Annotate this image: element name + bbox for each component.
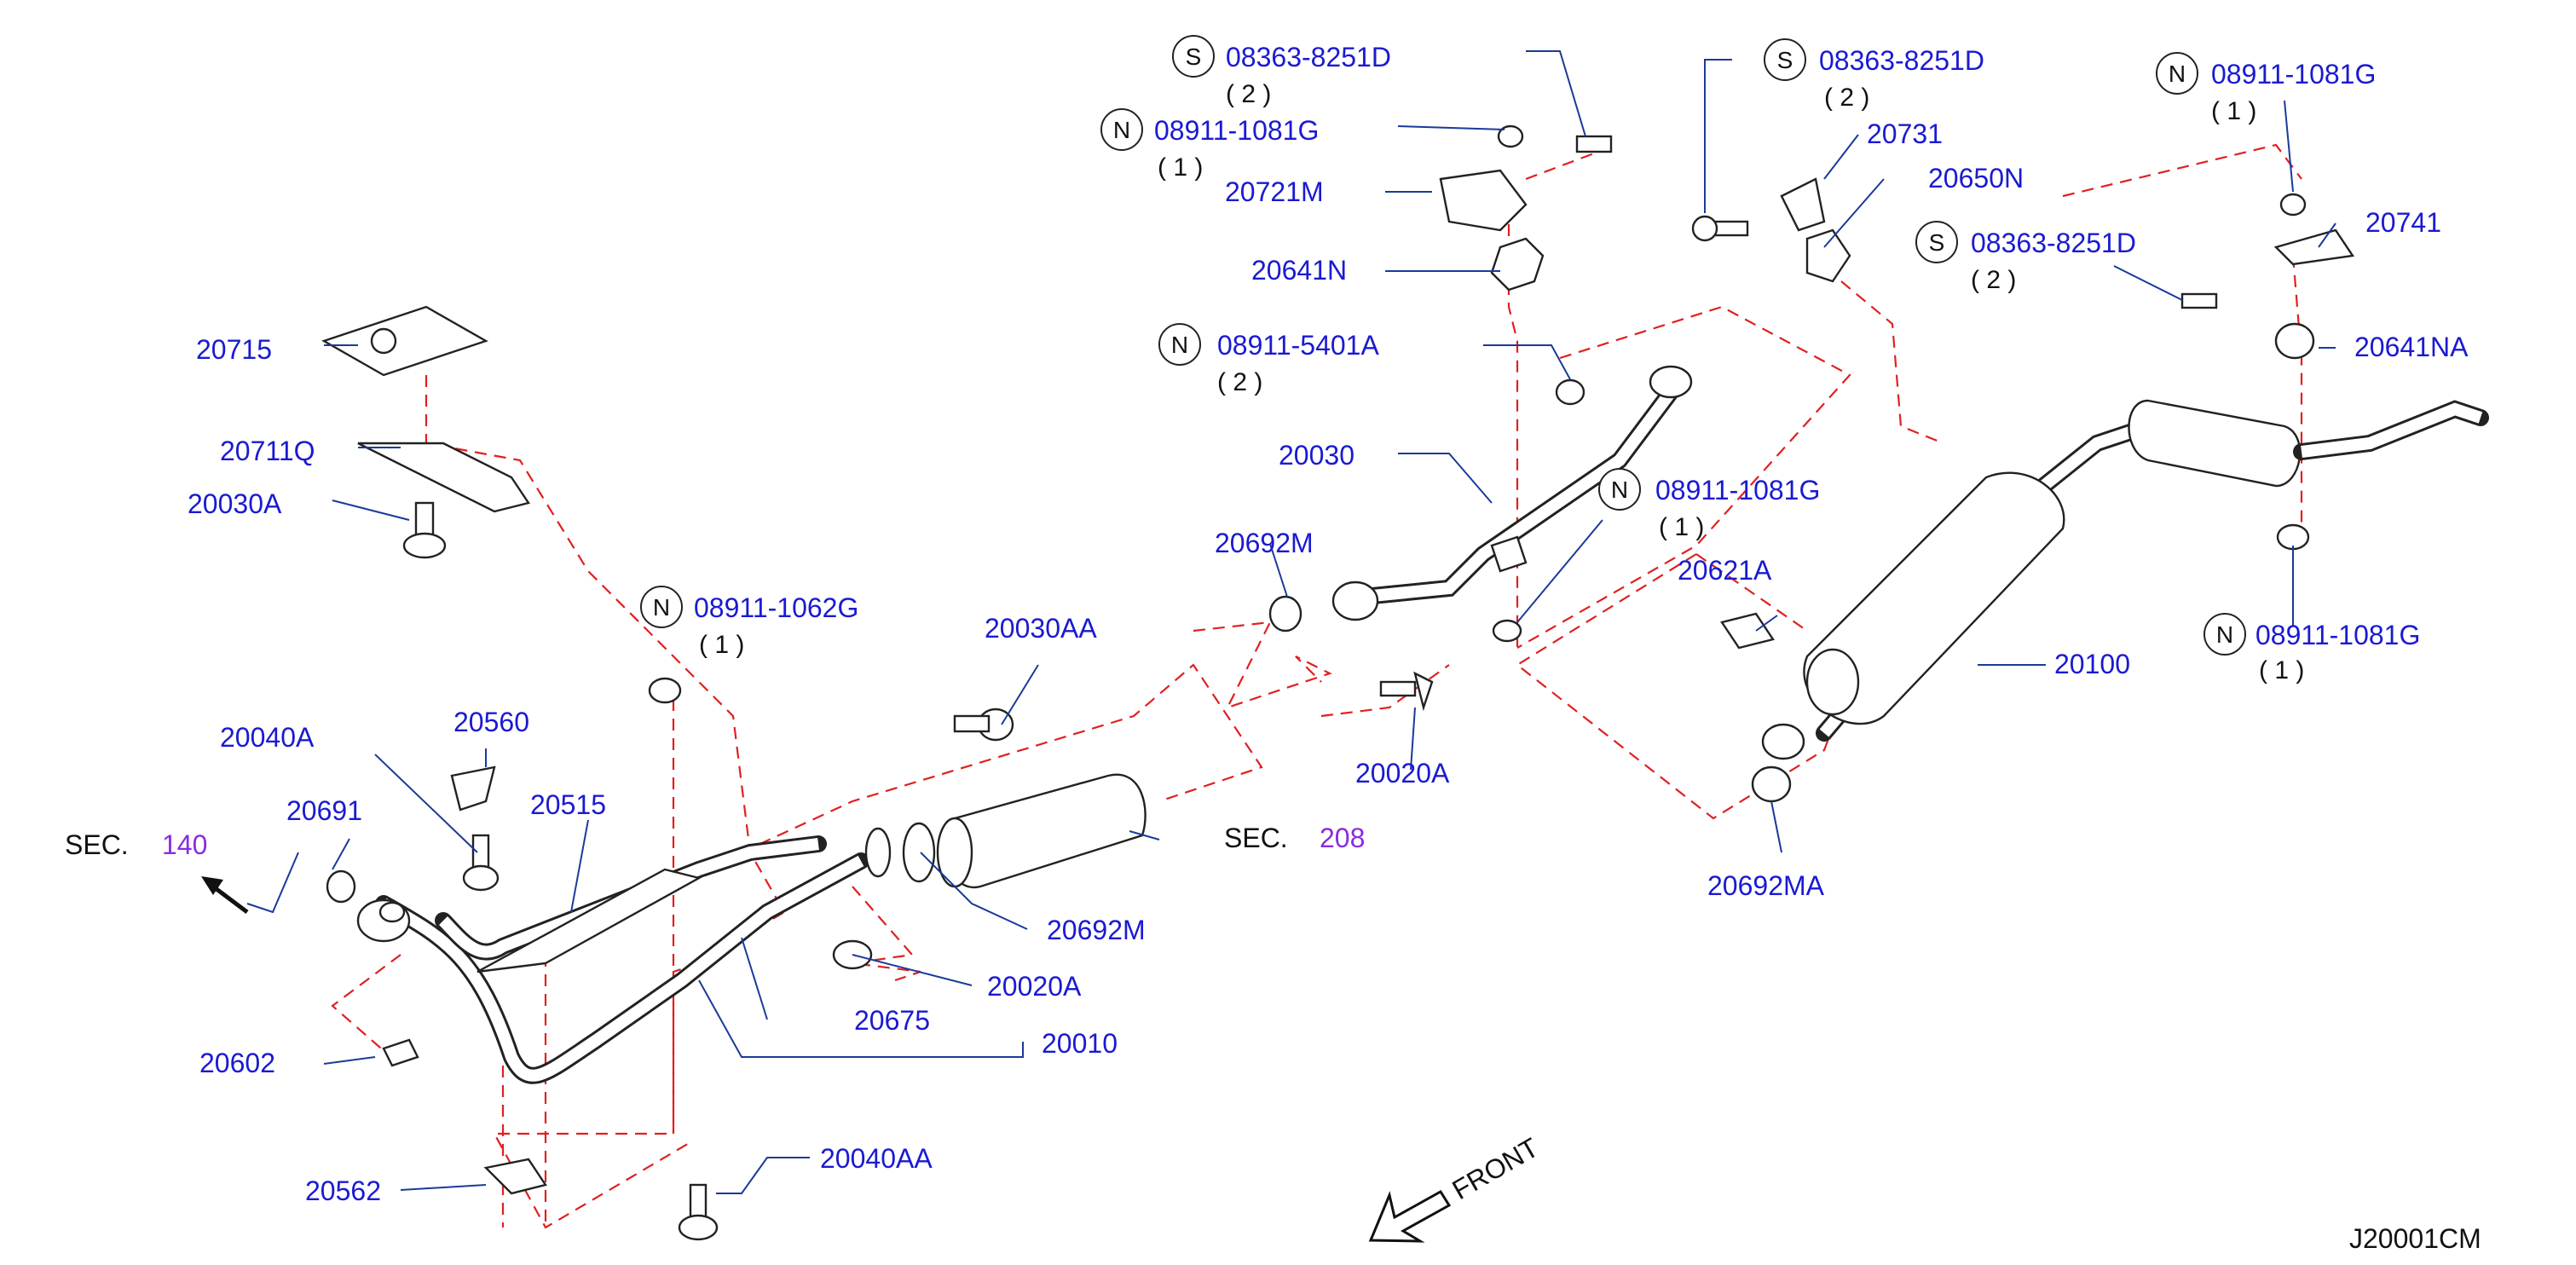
callout-part-number: 08363-8251D (1971, 228, 2136, 258)
sec-number: 208 (1320, 823, 1365, 853)
sec-prefix: SEC. (1224, 823, 1288, 853)
front-exhaust-tube-20010[interactable] (356, 835, 869, 1084)
front-direction-indicator: FRONT (1368, 1132, 1544, 1243)
label-20040AA[interactable]: 20040AA (820, 1143, 933, 1174)
part-labels: 20715 20711Q 20030A 20040A 20560 20691 2… (188, 118, 2469, 1206)
sec-number: 140 (162, 829, 207, 860)
label-20691[interactable]: 20691 (286, 795, 362, 826)
label-20731[interactable]: 20731 (1867, 118, 1943, 149)
arrow-front-icon (1368, 1189, 1452, 1243)
label-20030AA[interactable]: 20030AA (985, 613, 1097, 644)
svg-text:N: N (2216, 621, 2233, 648)
catalytic-converter-208[interactable] (864, 773, 1146, 889)
diagram-code: J20001CM (2349, 1223, 2481, 1254)
label-20650N[interactable]: 20650N (1928, 163, 2024, 194)
callout-08911-1081G-mid[interactable]: N 08911-1081G ( 1 ) (1598, 468, 1820, 541)
callout-part-number: 08911-1081G (1154, 115, 1319, 146)
label-20715[interactable]: 20715 (196, 334, 272, 365)
callout-08363-8251D-top[interactable]: S 08363-8251D ( 2 ) (1172, 35, 1391, 108)
callout-quantity: ( 1 ) (699, 631, 744, 659)
arrow-up-left-icon (201, 876, 249, 914)
label-20560[interactable]: 20560 (453, 707, 529, 737)
callout-part-number: 08911-1062G (694, 592, 858, 623)
main-muffler-20100[interactable] (1803, 399, 2489, 742)
label-20721M[interactable]: 20721M (1225, 176, 1324, 207)
label-20030A[interactable]: 20030A (188, 488, 282, 519)
label-20010[interactable]: 20010 (1042, 1028, 1118, 1059)
svg-text:N: N (1171, 332, 1188, 358)
callout-part-number: 08911-1081G (2211, 59, 2376, 90)
front-label: FRONT (1447, 1132, 1544, 1205)
svg-text:S: S (1777, 47, 1793, 73)
s-badge-icon (1915, 221, 1958, 263)
label-20030[interactable]: 20030 (1279, 440, 1354, 471)
heat-insulator-20515[interactable] (477, 868, 702, 973)
n-badge-icon (1598, 468, 1641, 511)
label-20741[interactable]: 20741 (2365, 207, 2441, 238)
label-20711Q[interactable]: 20711Q (220, 436, 315, 466)
hardware-parts (321, 124, 2355, 1241)
svg-text:S: S (1929, 229, 1945, 256)
callout-quantity: ( 2 ) (1824, 84, 1869, 112)
svg-text:N: N (1113, 117, 1130, 143)
label-20692M-mid[interactable]: 20692M (1215, 528, 1314, 558)
label-20692MA[interactable]: 20692MA (1707, 870, 1825, 901)
callout-08363-8251D-center[interactable]: S 08363-8251D ( 2 ) (1764, 38, 1984, 112)
callout-08911-1081G-lower-right[interactable]: N 08911-1081G ( 1 ) (2203, 613, 2420, 684)
callout-08911-1081G-top[interactable]: N 08911-1081G ( 1 ) (1100, 108, 1319, 182)
label-20621A[interactable]: 20621A (1678, 555, 1772, 586)
callout-quantity: ( 2 ) (1971, 266, 2016, 294)
assembly-guide-lines (331, 143, 2303, 1229)
svg-text:N: N (653, 594, 670, 621)
n-badge-icon (1158, 323, 1201, 366)
s-badge-icon (1172, 35, 1215, 78)
label-20562[interactable]: 20562 (305, 1175, 381, 1206)
callout-quantity: ( 1 ) (1158, 153, 1203, 182)
callout-quantity: ( 1 ) (1659, 513, 1704, 541)
callout-quantity: ( 2 ) (1217, 368, 1262, 396)
callout-part-number: 08911-5401A (1217, 330, 1379, 361)
section-ref-208[interactable]: SEC. 208 (1224, 823, 1365, 853)
label-20020A-mid[interactable]: 20020A (1355, 758, 1450, 788)
sec-prefix: SEC. (65, 829, 129, 860)
callout-08911-5401A[interactable]: N 08911-5401A ( 2 ) (1158, 323, 1379, 396)
callout-part-number: 08911-1081G (2255, 620, 2420, 650)
center-tube-20030[interactable] (1331, 365, 1693, 621)
n-badge-icon (1100, 108, 1143, 151)
callout-08363-8251D-right[interactable]: S 08363-8251D ( 2 ) (1915, 221, 2136, 294)
label-20100[interactable]: 20100 (2054, 649, 2130, 679)
n-badge-icon (640, 586, 683, 628)
callout-08911-1081G-right[interactable]: N 08911-1081G ( 1 ) (2156, 52, 2376, 125)
label-20641N[interactable]: 20641N (1251, 255, 1347, 286)
s-badge-icon (1764, 38, 1806, 81)
svg-text:N: N (2169, 61, 2186, 87)
label-20515[interactable]: 20515 (530, 789, 606, 820)
label-20602[interactable]: 20602 (199, 1048, 275, 1078)
callout-08911-1062G[interactable]: N 08911-1062G ( 1 ) (640, 586, 858, 659)
callout-part-number: 08363-8251D (1226, 42, 1391, 72)
n-badge-icon (2156, 52, 2198, 95)
svg-text:N: N (1611, 477, 1628, 503)
label-20040A[interactable]: 20040A (220, 722, 315, 753)
callout-part-number: 08363-8251D (1819, 45, 1984, 76)
callout-quantity: ( 1 ) (2211, 97, 2256, 125)
label-20020A-left[interactable]: 20020A (987, 971, 1082, 1002)
svg-text:S: S (1186, 43, 1202, 70)
callout-part-number: 08911-1081G (1655, 475, 1820, 505)
label-20641NA[interactable]: 20641NA (2354, 332, 2469, 362)
section-ref-140[interactable]: SEC. 140 (65, 829, 249, 914)
n-badge-icon (2203, 613, 2246, 656)
leader-lines (246, 50, 2336, 1194)
callout-quantity: ( 2 ) (1226, 80, 1271, 108)
label-20675[interactable]: 20675 (854, 1005, 930, 1036)
callout-quantity: ( 1 ) (2259, 656, 2304, 684)
label-20692M-left[interactable]: 20692M (1047, 915, 1146, 945)
